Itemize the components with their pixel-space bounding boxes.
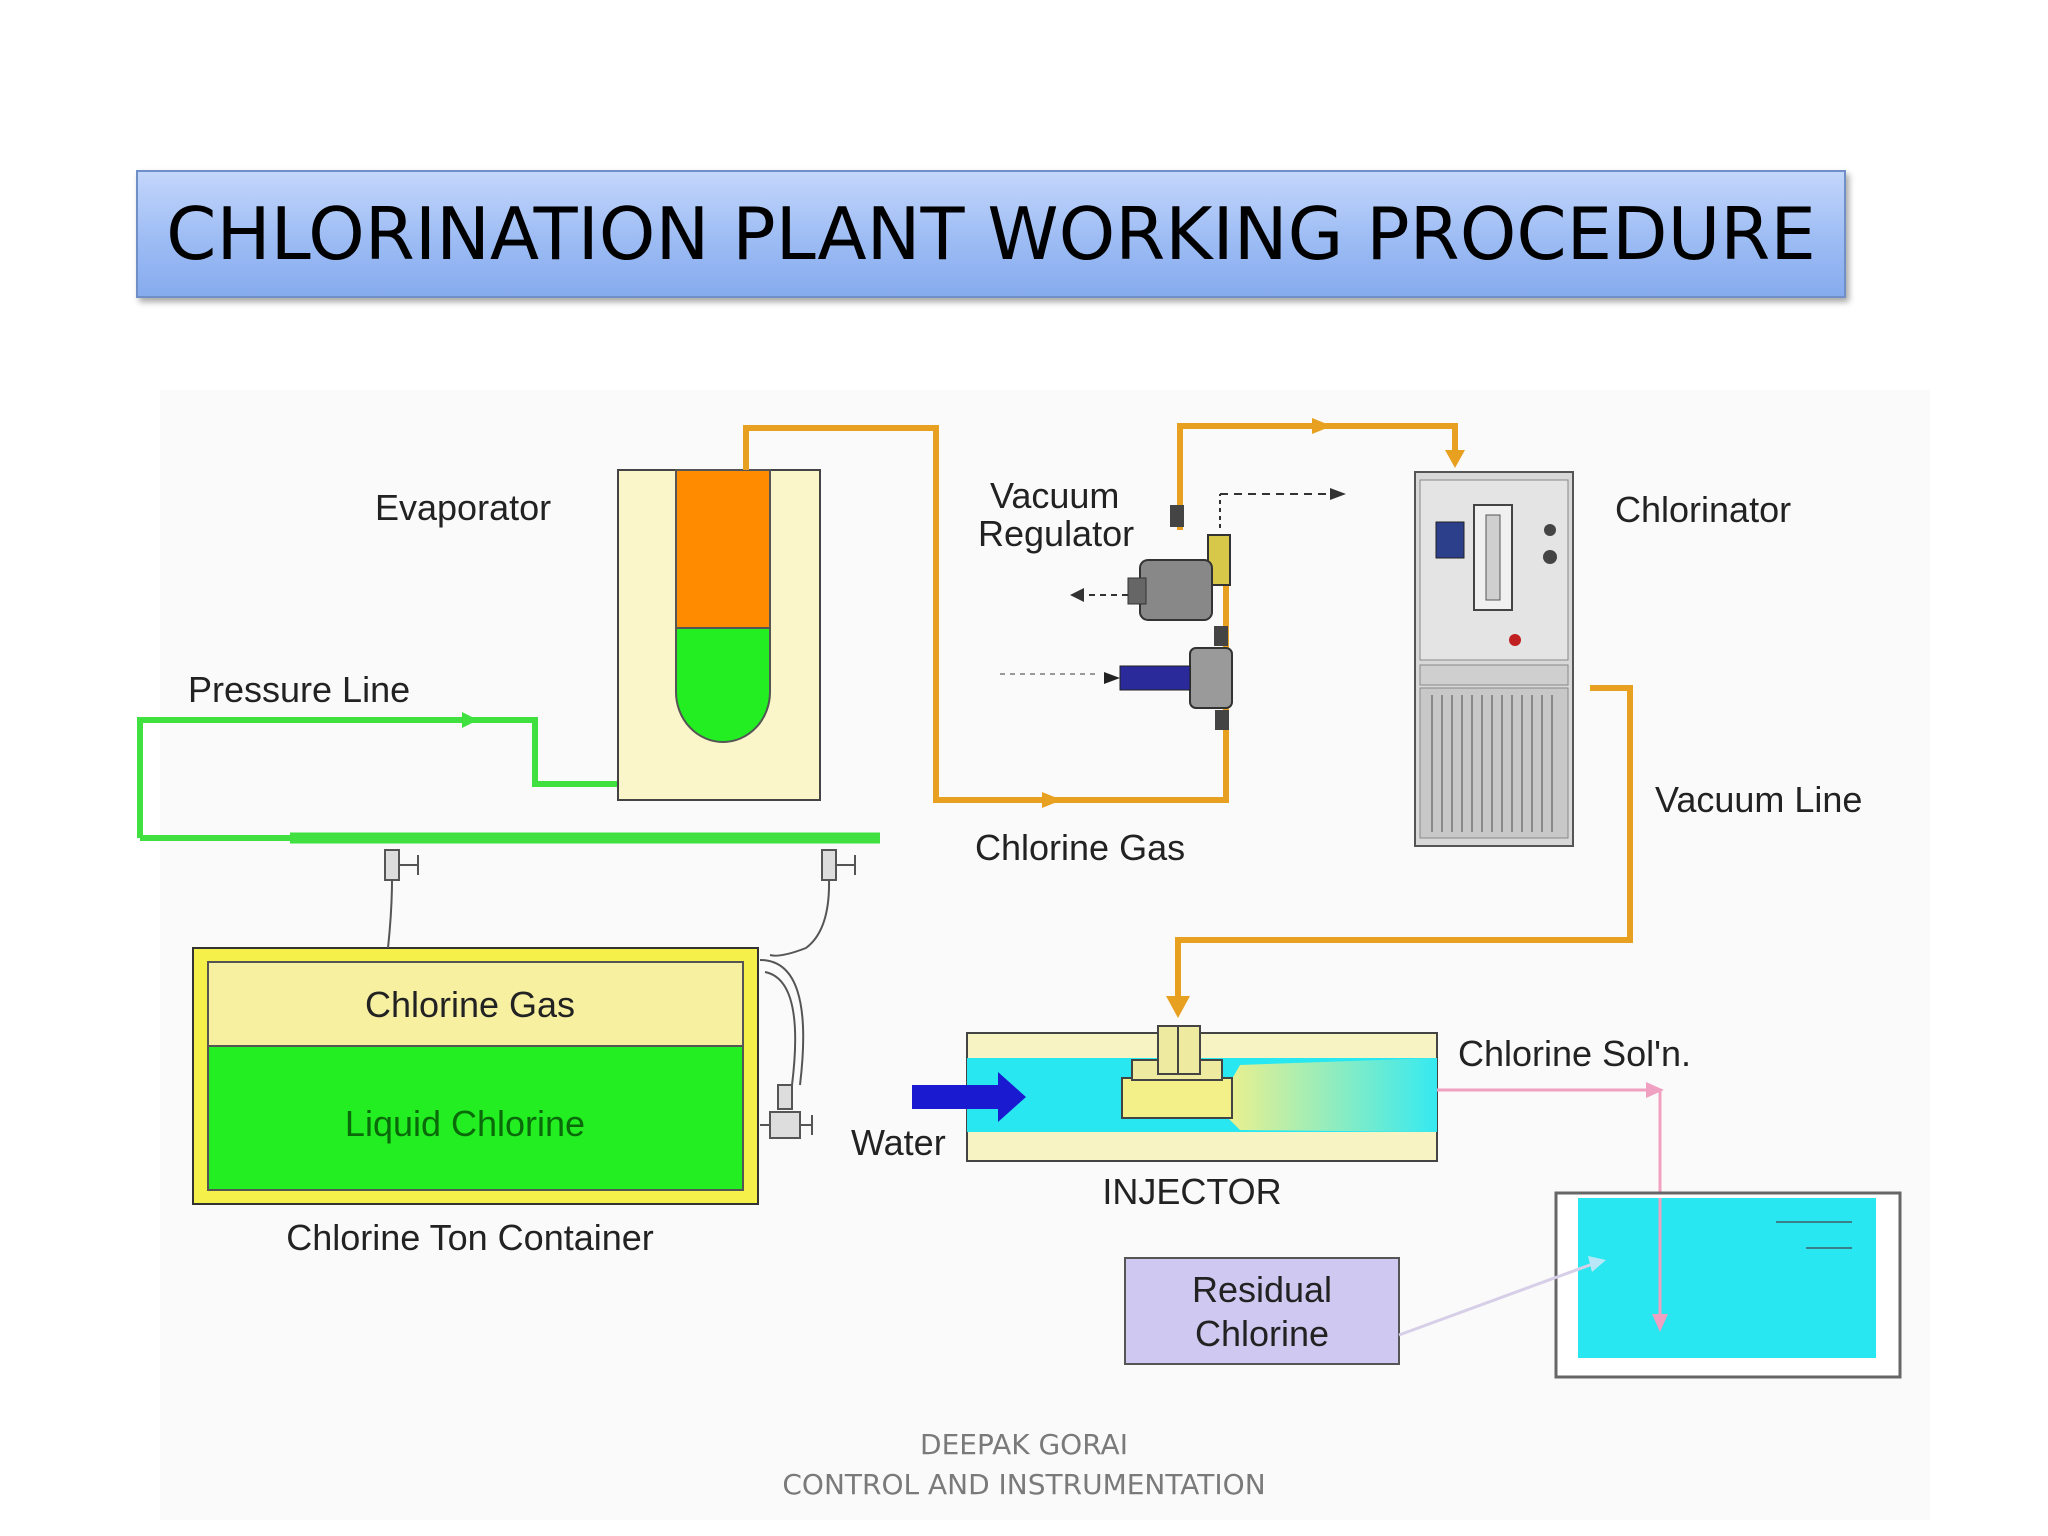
label-water: Water [851, 1122, 946, 1163]
label-chlorine-gas-pipe: Chlorine Gas [975, 827, 1185, 868]
label-chlorine-solution: Chlorine Sol'n. [1458, 1033, 1691, 1074]
residual-sample-line [1398, 1260, 1599, 1337]
gas-arrow-1 [1042, 792, 1062, 808]
residual-chlorine-box [1124, 1257, 1400, 1365]
footer-department: CONTROL AND INSTRUMENTATION [782, 1468, 1266, 1501]
label-vacuum-regulator-2: Regulator [978, 513, 1134, 554]
label-tank-caption: Chlorine Ton Container [286, 1217, 654, 1258]
chlorine-ton-container [192, 947, 759, 1205]
vacuum-line [1175, 685, 1633, 1000]
footer-author: DEEPAK GORAI [920, 1428, 1128, 1461]
injector [966, 1025, 1438, 1162]
label-tank-gas: Chlorine Gas [365, 984, 575, 1025]
solution-arrow-1 [1646, 1082, 1664, 1098]
label-residual-1: Residual [1192, 1269, 1332, 1310]
label-residual-2: Chlorine [1195, 1313, 1329, 1354]
vacuum-line-arrow [1166, 996, 1190, 1018]
residual-sample-arrow [1588, 1256, 1606, 1272]
gas-arrow-2 [1312, 418, 1332, 434]
vacuum-regulator [1000, 488, 1346, 730]
title-banner: CHLORINATION PLANT WORKING PROCEDURE [136, 170, 1846, 298]
evaporator [617, 469, 821, 801]
label-evaporator: Evaporator [375, 487, 551, 528]
solution-arrow-tank [1652, 1314, 1668, 1332]
container-valves [384, 849, 856, 1139]
label-tank-liquid: Liquid Chlorine [345, 1103, 585, 1144]
label-vacuum-line: Vacuum Line [1655, 779, 1862, 820]
label-vacuum-regulator-1: Vacuum [990, 475, 1119, 516]
water-arrow [912, 1072, 1026, 1122]
label-pressure-line: Pressure Line [188, 669, 410, 710]
chlorinator [1414, 471, 1574, 847]
slide-title: CHLORINATION PLANT WORKING PROCEDURE [166, 192, 1816, 276]
water-tank [1554, 1191, 1902, 1379]
gas-arrow-3 [1445, 450, 1465, 468]
pressure-line-arrow [462, 712, 478, 728]
label-injector: INJECTOR [1102, 1171, 1281, 1212]
label-chlorinator: Chlorinator [1615, 489, 1791, 530]
